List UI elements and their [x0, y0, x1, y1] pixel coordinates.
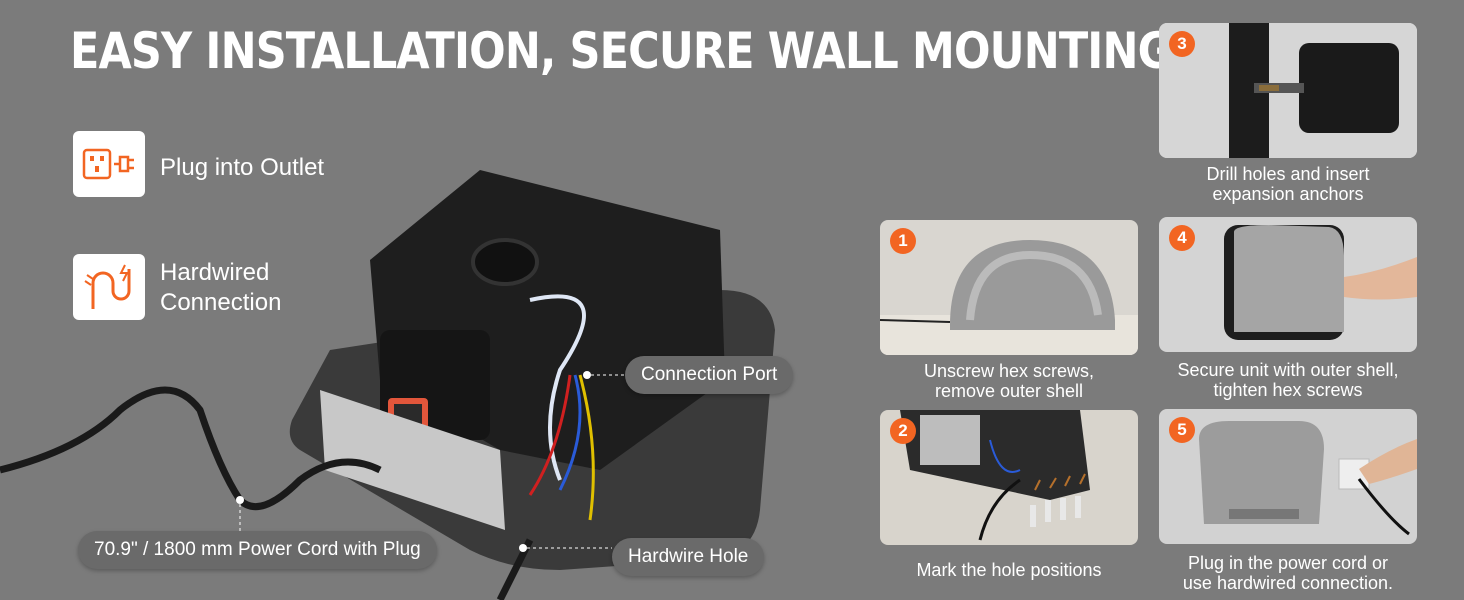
step-3-caption: Drill holes and insert expansion anchors — [1159, 164, 1417, 204]
step-5-photo: 5 — [1159, 409, 1417, 544]
step-5-badge: 5 — [1169, 417, 1195, 443]
step-3-photo: 3 — [1159, 23, 1417, 158]
hardwired-connection-icon — [73, 254, 145, 320]
step-1-photo: 1 — [880, 220, 1138, 355]
step-4-photo: 4 — [1159, 217, 1417, 352]
step-4-caption-line1: Secure unit with outer shell, — [1177, 360, 1399, 380]
step-3-badge: 3 — [1169, 31, 1195, 57]
step-3-caption-line2: expansion anchors — [1212, 184, 1364, 204]
plug-outlet-icon — [73, 131, 145, 197]
step-5-caption: Plug in the power cord or use hardwired … — [1159, 553, 1417, 593]
step-3-caption-line1: Drill holes and insert — [1206, 164, 1370, 184]
page-headline: EASY INSTALLATION, SECURE WALL MOUNTING — [70, 22, 1173, 80]
step-5-caption-line1: Plug in the power cord or — [1187, 553, 1389, 573]
step-1-caption: Unscrew hex screws, remove outer shell — [880, 361, 1138, 401]
feature-label-hardwired-line1: Hardwired — [160, 259, 270, 286]
callout-connection-port: Connection Port — [625, 356, 794, 394]
step-4-caption-line2: tighten hex screws — [1213, 380, 1363, 400]
callout-power-cord: 70.9" / 1800 mm Power Cord with Plug — [78, 531, 437, 569]
step-2-caption: Mark the hole positions — [880, 560, 1138, 580]
step-4-badge: 4 — [1169, 225, 1195, 251]
step-1-badge: 1 — [890, 228, 916, 254]
step-1-caption-line1: Unscrew hex screws, — [923, 361, 1095, 381]
callout-hardwire-hole: Hardwire Hole — [612, 538, 765, 576]
step-1-caption-line2: remove outer shell — [934, 381, 1084, 401]
step-4-caption: Secure unit with outer shell, tighten he… — [1159, 360, 1417, 400]
feature-label-plug: Plug into Outlet — [160, 154, 325, 181]
step-2-photo: 2 — [880, 410, 1138, 545]
step-5-caption-line2: use hardwired connection. — [1182, 573, 1394, 593]
step-2-badge: 2 — [890, 418, 916, 444]
step-2-caption-line1: Mark the hole positions — [916, 560, 1102, 580]
feature-label-hardwired-line2: Connection — [160, 289, 282, 316]
feature-label-hardwired: Hardwired Connection — [160, 258, 281, 318]
